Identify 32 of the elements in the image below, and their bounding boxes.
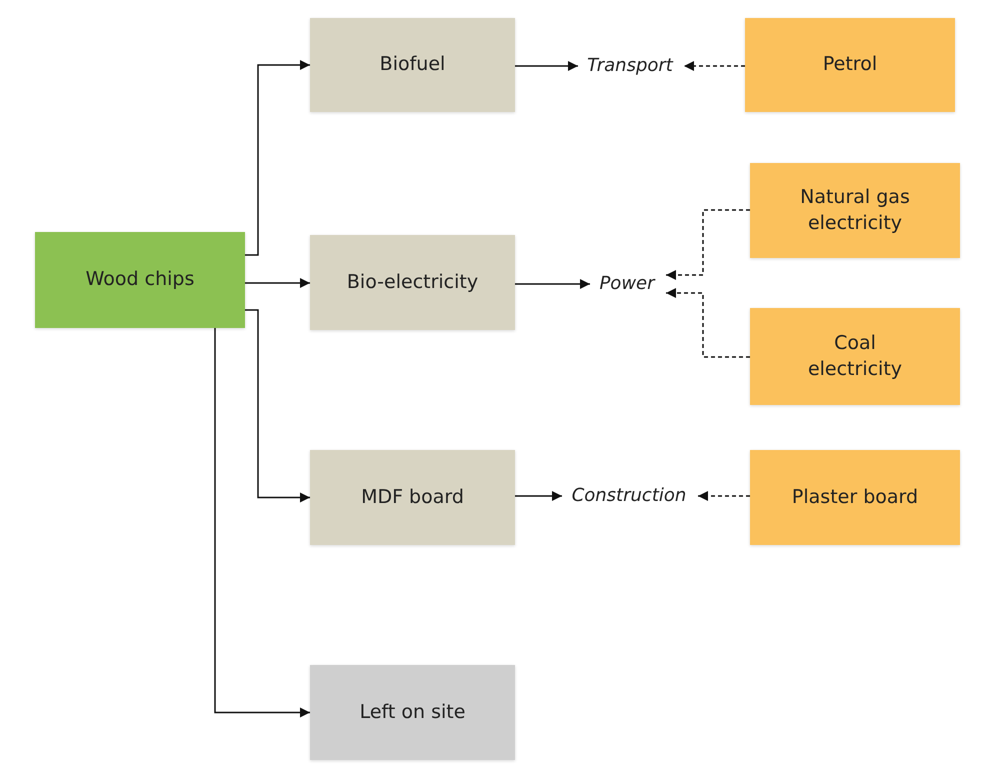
box-label: Left on site [360, 700, 466, 725]
alternative-box [750, 308, 960, 405]
source-box [35, 232, 245, 328]
arrow [515, 279, 590, 289]
box-label: Bio-electricity [346, 270, 478, 295]
arrow [515, 491, 562, 501]
sector-label: Power [592, 268, 662, 300]
product-box [310, 235, 515, 330]
dashed-arrow [666, 288, 750, 358]
sector-label: Construction [564, 480, 694, 512]
alternative-box [750, 450, 960, 545]
alternative-box [750, 163, 960, 258]
dashed-arrow [698, 491, 750, 501]
product-box [310, 18, 515, 112]
alternative-box [745, 18, 955, 112]
arrow [245, 278, 310, 288]
box-label: Biofuel [380, 52, 446, 78]
arrow [515, 61, 578, 71]
arrow [245, 60, 310, 256]
box-label: Coal electricity [806, 330, 904, 382]
sector-label: Transport [580, 50, 680, 82]
product-box [310, 450, 515, 545]
residue-box [310, 665, 515, 760]
box-label: MDF board [361, 484, 464, 510]
box-label: Plaster board [792, 484, 918, 510]
dashed-arrow [666, 209, 750, 280]
box-label: Wood chips [86, 267, 194, 292]
dashed-arrow [684, 61, 745, 71]
arrow [245, 309, 310, 502]
arrow [214, 328, 310, 718]
box-label: Petrol [822, 52, 878, 78]
box-label: Natural gas electricity [799, 184, 911, 236]
